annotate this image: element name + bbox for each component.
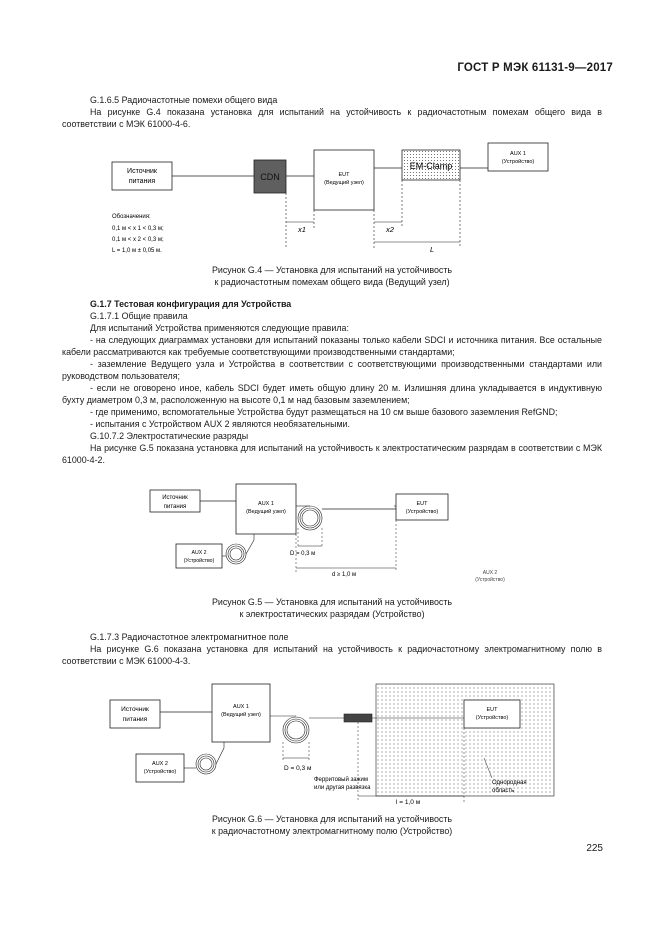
aux2-coil bbox=[225, 543, 247, 565]
paragraph-fig6-intro: На рисунке G.6 показана установка для ис… bbox=[62, 644, 602, 667]
aux1-label-1: AUX 1 bbox=[510, 151, 526, 157]
aux2-label-2: (Устройство) bbox=[144, 768, 177, 775]
cable-coil bbox=[297, 505, 323, 531]
l-label: L bbox=[430, 245, 434, 254]
figure-g4: Источник питания CDN EUT (Ведущий узел) … bbox=[111, 142, 549, 254]
ferrite-clamp bbox=[343, 713, 373, 723]
power-supply-box bbox=[109, 699, 161, 729]
em-clamp-box bbox=[401, 149, 461, 181]
aux2-coil bbox=[195, 753, 217, 775]
section-title-device-config: G.1.7 Тестовая конфигурация для Устройст… bbox=[90, 299, 292, 309]
aux2-label-1: AUX 2 bbox=[192, 550, 207, 556]
eut-label-1: EUT bbox=[487, 707, 499, 713]
legend-l: L = 1,0 м ± 0,05 м. bbox=[112, 248, 162, 254]
eut-label-2: (Устройство) bbox=[406, 508, 439, 515]
eut-box bbox=[463, 699, 521, 729]
aux1-label-1: AUX 1 bbox=[233, 704, 249, 710]
paragraph-fig4-intro: На рисунке G.4 показана установка для ис… bbox=[62, 107, 602, 130]
power-label-2: питания bbox=[123, 716, 148, 723]
aux1-box bbox=[487, 142, 549, 172]
power-label-1: Источник bbox=[127, 168, 158, 175]
fig5-caption-1: Рисунок G.5 — Установка для испытаний на… bbox=[211, 597, 453, 607]
em-clamp-label: EM-Clamp bbox=[410, 161, 453, 171]
aux2-label-2: (Устройство) bbox=[184, 557, 215, 564]
ferrite-label-2: или другая развязка bbox=[314, 785, 371, 791]
aux1-label-2: (Устройство) bbox=[502, 158, 535, 165]
aux2-label-1: AUX 2 bbox=[152, 761, 168, 767]
fig6-caption-1: Рисунок G.6 — Установка для испытаний на… bbox=[211, 814, 453, 824]
power-label-2: питания bbox=[129, 178, 155, 185]
aux1-label-1: AUX 1 bbox=[258, 501, 274, 507]
x1-label: x1 bbox=[297, 225, 306, 234]
subsection-general-rules: G.1.7.1 Общие правила bbox=[90, 311, 188, 321]
fig6-caption-2: к радиочастотному электромагнитному полю… bbox=[211, 826, 453, 836]
rule-item-1: - на следующих диаграммах установки для … bbox=[62, 335, 602, 358]
fig4-caption-1: Рисунок G.4 — Установка для испытаний на… bbox=[211, 265, 453, 275]
d-label: D = 0,3 м bbox=[290, 551, 315, 557]
eut-box bbox=[313, 149, 375, 211]
figure-g6: EUT (Устройство) Источник питания AUX 1 … bbox=[109, 683, 555, 806]
ferrite-label-1: Ферритовый зажим bbox=[314, 776, 368, 783]
legend-x2: 0,1 м < x 2 < 0,3 м; bbox=[112, 237, 164, 243]
length-label: d ≥ 1,0 м bbox=[332, 572, 356, 578]
rule-item-5: - испытания с Устройством AUX 2 являются… bbox=[90, 419, 350, 429]
document-code: ГОСТ Р МЭК 61131-9—2017 bbox=[457, 62, 613, 74]
fig5-caption-2: к электростатических разрядам (Устройств… bbox=[239, 609, 425, 619]
power-label-1: Источник bbox=[121, 706, 149, 713]
eut-label-2: (Ведущий узел) bbox=[324, 179, 364, 186]
section-title-rf-common: G.1.6.5 Радиочастотные помехи общего вид… bbox=[90, 95, 278, 105]
eut-label-1: EUT bbox=[339, 172, 351, 178]
legend-title: Обозначения: bbox=[112, 214, 151, 220]
d-label: D = 0,3 м bbox=[284, 765, 312, 772]
rule-item-2: - заземление Ведущего узла и Устройства … bbox=[62, 359, 602, 382]
cdn-label: CDN bbox=[260, 172, 280, 182]
uniform-field-label-1: Однородная bbox=[492, 780, 527, 786]
subsection-esd: G.10.7.2 Электростатические разряды bbox=[90, 431, 249, 441]
cable-coil bbox=[282, 716, 310, 744]
power-supply-box bbox=[111, 161, 173, 191]
uniform-field-label-2: область bbox=[492, 788, 514, 794]
rule-item-3: - если не оговорено иное, кабель SDCI бу… bbox=[62, 383, 602, 406]
power-label-1: Источник bbox=[162, 495, 188, 501]
aux2-box bbox=[135, 753, 185, 783]
rules-intro: Для испытаний Устройства применяются сле… bbox=[90, 323, 349, 333]
aux2-ghost-label-2: (Устройство) bbox=[475, 576, 505, 583]
legend-x1: 0,1 м < x 1 < 0,3 м; bbox=[112, 226, 164, 232]
cdn-box bbox=[253, 159, 287, 194]
aux1-box bbox=[211, 683, 271, 743]
aux1-box bbox=[235, 483, 297, 535]
rule-item-4: - где применимо, вспомогательные Устройс… bbox=[90, 407, 558, 417]
fig4-caption-2: к радиочастотным помехам общего вида (Ве… bbox=[214, 277, 450, 287]
power-label-2: питания bbox=[164, 504, 187, 510]
x2-label: x2 bbox=[385, 225, 395, 234]
paragraph-fig5-intro: На рисунке G.5 показана установка для ис… bbox=[62, 443, 602, 466]
aux1-label-2: (Ведущий узел) bbox=[246, 508, 286, 515]
page-number: 225 bbox=[586, 843, 603, 854]
aux2-box bbox=[175, 543, 223, 569]
aux2-ghost-label-1: AUX 2 bbox=[483, 570, 498, 576]
eut-label-1: EUT bbox=[417, 501, 429, 507]
eut-box bbox=[395, 493, 449, 521]
length-label: l = 1,0 м bbox=[396, 799, 421, 806]
aux1-label-2: (Ведущий узел) bbox=[221, 711, 261, 718]
figure-g5: Источник питания AUX 1 (Ведущий узел) EU… bbox=[149, 483, 505, 583]
subsection-rf-field: G.1.7.3 Радиочастотное электромагнитное … bbox=[90, 632, 289, 642]
eut-label-2: (Устройство) bbox=[476, 714, 509, 721]
